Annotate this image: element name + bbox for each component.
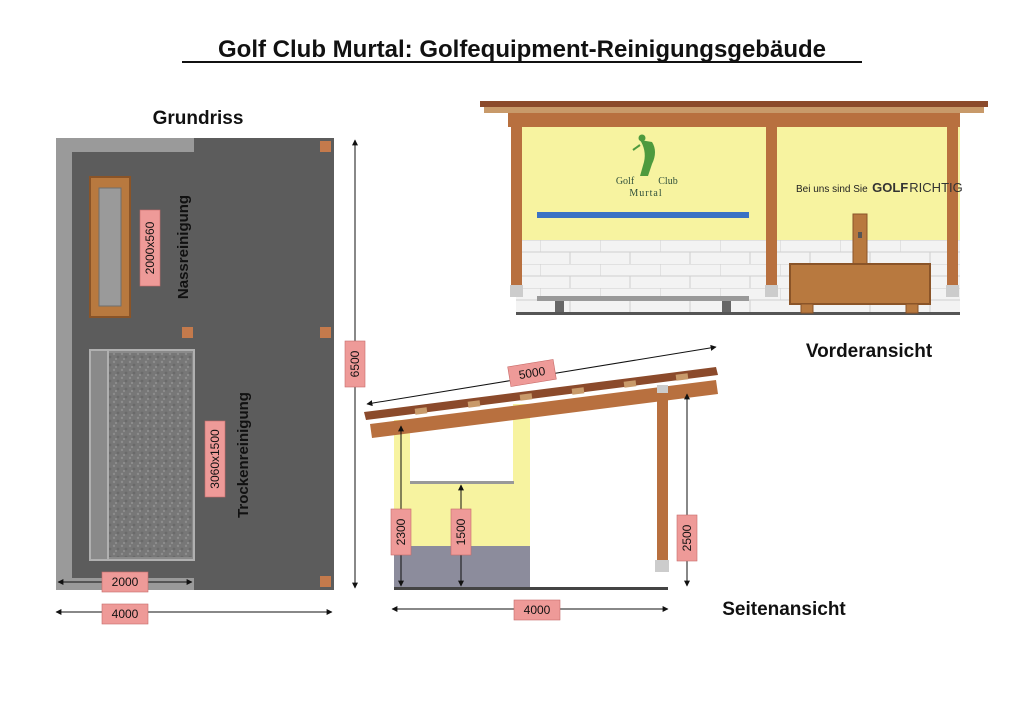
front-roof-fascia [484,107,984,113]
front-wall-upper [516,124,960,246]
front-view: Golf Club Murtal Bei uns sind Sie GOLF R… [480,101,988,315]
rafter-block [414,407,428,415]
side-post-cap [657,385,668,393]
logo-word-club: Club [658,176,677,187]
front-bench-leg [555,301,564,312]
side-post-foot [655,560,669,572]
front-trough-foot [800,303,814,314]
page-title: Golf Club Murtal: Golfequipment-Reinigun… [218,36,826,63]
floorplan-wall-left [56,138,72,590]
front-blue-rail [537,212,749,218]
dim-box-plan-width [101,603,149,625]
front-view-label: Vorderansicht [806,341,933,362]
front-water-column [852,213,868,267]
front-wash-trough [789,263,931,305]
front-ground [516,312,960,315]
dim-label-post-height: 2500 [680,524,694,551]
logo-word-golf: Golf [616,176,635,187]
dim-box-side-width [513,599,561,621]
front-post-middle [766,127,777,285]
floorplan-wall-top [56,138,194,152]
post-marker [182,327,193,338]
side-view [364,367,718,590]
dim-label-front-height: 2300 [394,518,408,545]
dim-box-inner-height [450,508,472,556]
side-post [657,390,668,560]
dim-box-plan-length [344,340,366,388]
side-wall-back [513,404,530,484]
wet-cleaning-basin [98,187,122,307]
dim-label-plan-length: 6500 [348,350,362,377]
side-shelf [410,481,514,484]
dim-label-side-width: 4000 [524,603,551,617]
dim-label-half-width: 2000 [112,575,139,589]
golf-club-icon [632,144,641,151]
slogan-golf: GOLF [872,180,908,195]
floorplan-label: Grundriss [153,108,244,129]
front-roof-beam [508,113,960,127]
front-trough-foot [905,303,919,314]
front-post-foot [510,285,523,297]
zone-label-dry: Trockenreinigung [235,392,252,518]
golfer-icon [640,140,655,176]
dim-label-inner-height: 1500 [454,518,468,545]
dim-box-roof-length [507,359,557,387]
dim-box-dry [204,420,226,498]
dim-box-front-height [390,508,412,556]
slogan-prefix: Bei uns sind Sie [796,184,868,195]
floorplan: Nassreinigung Trockenreinigung 2000x560 … [56,138,334,590]
front-roof-edge [480,101,988,107]
dim-box-roof-length-group: 5000 [507,359,557,387]
front-bench-top [537,296,749,301]
side-view-label: Seitenansicht [722,599,846,620]
dim-label-wet: 2000x560 [143,221,157,274]
golfer-head-icon [638,134,646,142]
post-marker [320,327,331,338]
dim-label-plan-width: 4000 [112,607,139,621]
front-post-foot [946,285,959,297]
dim-label-roof-length: 5000 [518,364,547,382]
post-marker [320,141,331,152]
front-bench-leg [722,301,731,312]
logo-word-murtal: Murtal [629,188,662,199]
golf-club-logo: Golf Club Murtal [616,134,678,199]
front-post-right [947,127,958,285]
front-post-foot [765,285,778,297]
dim-box-wet [139,209,161,287]
dry-cleaning-gravel [108,353,192,557]
front-post-left [511,127,522,285]
front-tap-icon [858,232,862,238]
post-marker [320,576,331,587]
slogan-rest: RICHTIG [909,180,962,195]
zone-label-wet: Nassreinigung [175,195,192,299]
dim-box-post-height [676,514,698,562]
dim-box-half-width [101,571,149,593]
side-ground [394,587,668,590]
dim-label-dry: 3060x1500 [208,429,222,489]
